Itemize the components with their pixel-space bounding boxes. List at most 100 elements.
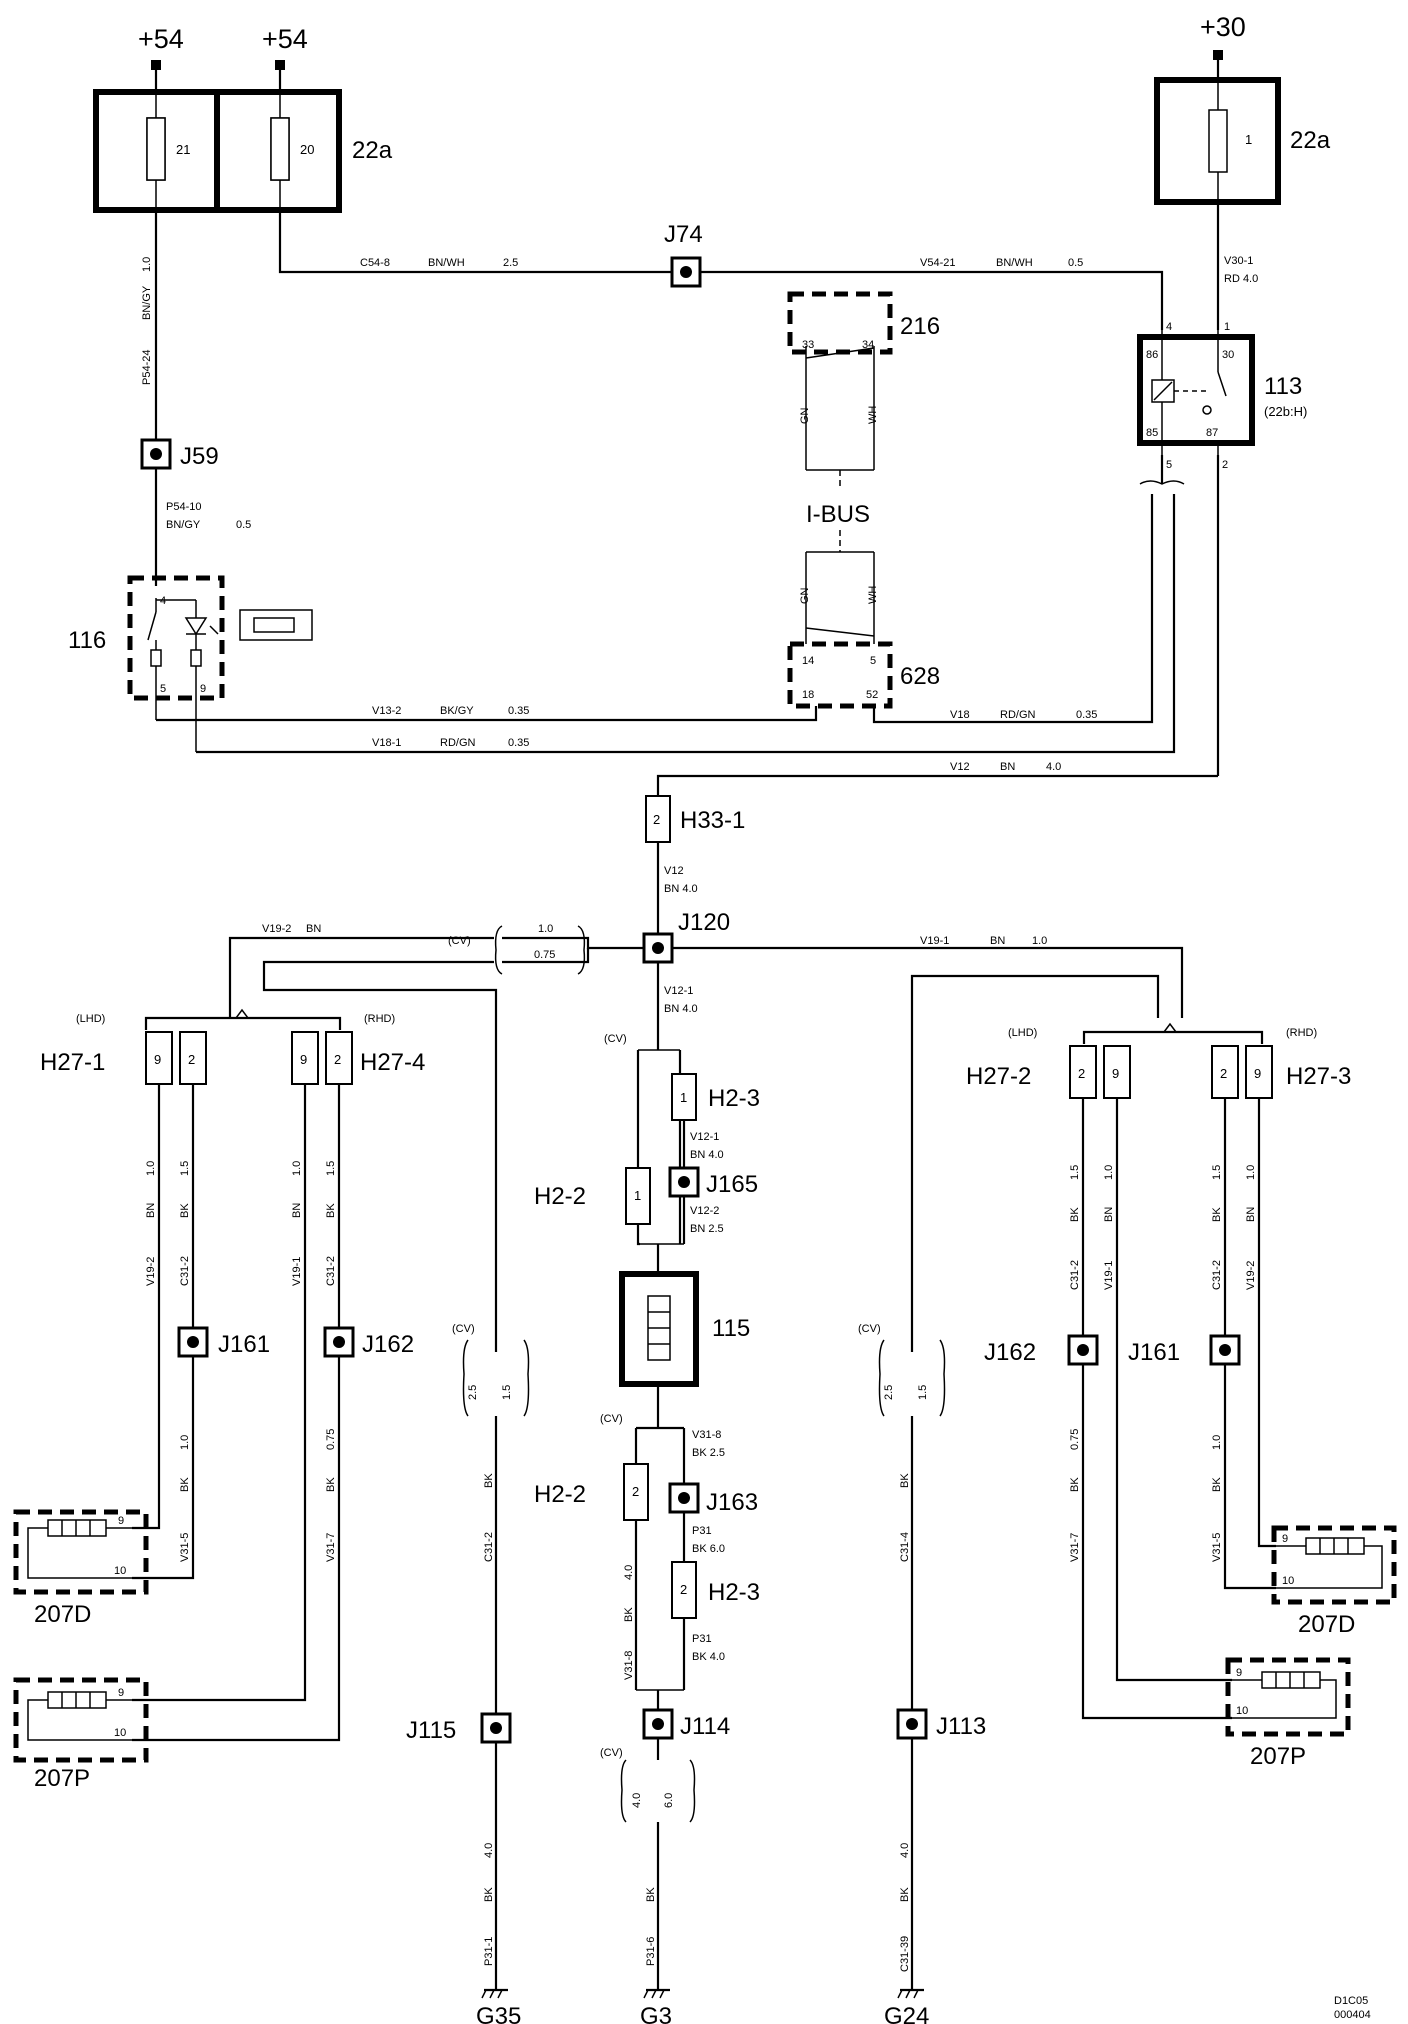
sensor-207p-right-label: 207P: [1250, 1743, 1306, 1770]
sensor-207d-right-label: 207D: [1298, 1611, 1355, 1638]
connector-h27-1-label: H27-1: [40, 1049, 105, 1076]
pin-1: 1: [680, 1090, 687, 1105]
relay-pin-1: 1: [1224, 321, 1230, 333]
wire-label: P54-10: [166, 501, 201, 513]
wire-label: P31: [692, 1633, 712, 1645]
terminal-30: [1213, 50, 1223, 60]
wire-label: V19-2: [1245, 1261, 1257, 1290]
wire-label: C31-2: [1211, 1260, 1223, 1290]
wire-label: V12: [950, 761, 970, 773]
wire-label: (CV): [858, 1323, 881, 1335]
lhd-label: (LHD): [76, 1013, 105, 1025]
wire-label: 4.0: [483, 1843, 495, 1858]
wire-label: BN: [990, 935, 1005, 947]
wire-label: BK: [483, 1473, 495, 1488]
wire-label: 2.5: [467, 1385, 479, 1400]
terminal-54-right: [275, 60, 285, 70]
wire-label: BK: [899, 1887, 911, 1902]
wire-label: BN: [1000, 761, 1015, 773]
relay-pin-85: 85: [1146, 427, 1158, 439]
wire-label: BN 2.5: [690, 1223, 724, 1235]
wire-label: 1.0: [1103, 1165, 1115, 1180]
fusebox-left-label: 22a: [352, 137, 393, 164]
connector-h2-3-a: [671, 1073, 697, 1121]
wire-label: V54-21: [920, 257, 955, 269]
pin-2: 2: [188, 1052, 195, 1067]
junction-j162-left-label: J162: [362, 1331, 414, 1358]
pin-10: 10: [114, 1565, 126, 1577]
wire-label: BK: [645, 1887, 657, 1902]
pin-5: 5: [160, 683, 166, 695]
pin-9: 9: [200, 683, 206, 695]
wire-label: WH: [867, 586, 879, 604]
connector-h27-3-label: H27-3: [1286, 1063, 1351, 1090]
wire-label: BK: [483, 1887, 495, 1902]
wire-label: BN: [291, 1203, 303, 1218]
wire-label: BN: [306, 923, 321, 935]
wire-label: C31-2: [483, 1532, 495, 1562]
wire-label: (CV): [452, 1323, 475, 1335]
wire-label: BK: [1069, 1207, 1081, 1222]
wire-label: 0.75: [325, 1429, 337, 1450]
wire-label: RD/GN: [1000, 709, 1036, 721]
module-216-label: 216: [900, 313, 940, 340]
switch-116: [127, 575, 313, 752]
relay-pin-5: 5: [1166, 459, 1172, 471]
wire-label: V19-1: [920, 935, 949, 947]
wire-label: BN: [1103, 1207, 1115, 1222]
switch-116-label: 116: [68, 627, 106, 654]
pin-9: 9: [118, 1687, 124, 1699]
wire-label: BK 4.0: [692, 1651, 725, 1663]
pin-9: 9: [118, 1515, 124, 1527]
wire-label: BK: [1069, 1477, 1081, 1492]
wire-label: C31-2: [179, 1256, 191, 1286]
pin-10: 10: [1236, 1705, 1248, 1717]
pin-2: 2: [1220, 1066, 1227, 1081]
sensor-207p-left: [13, 1677, 149, 1763]
pin-2: 2: [1078, 1066, 1085, 1081]
connector-h27-2-label: H27-2: [966, 1063, 1031, 1090]
junction-j113-label: J113: [936, 1713, 986, 1740]
wire-label: V12-1: [690, 1131, 719, 1143]
wire-label: 1.5: [179, 1161, 191, 1176]
fusebox-22a-right: [1154, 60, 1281, 205]
connector-h2-2-a: [625, 1167, 651, 1225]
relay-113: [1137, 330, 1255, 455]
fusebox-right-label: 22a: [1290, 127, 1331, 154]
relay-113-label: 113: [1264, 373, 1302, 400]
pin-18: 18: [802, 689, 814, 701]
connector-h2-2-b: [623, 1463, 649, 1521]
wire-label: BK/GY: [440, 705, 474, 717]
wire-label: 1.5: [1069, 1165, 1081, 1180]
wire-label: P54-24: [141, 350, 153, 385]
wire-label: GN: [799, 407, 811, 424]
power-54-right: +54: [262, 24, 308, 54]
pin-5: 5: [870, 655, 876, 667]
fuse-1-label: 1: [1245, 132, 1252, 147]
wire-label: P31-6: [645, 1937, 657, 1966]
wire-label: BK: [623, 1607, 635, 1622]
wire-label: 1.0: [291, 1161, 303, 1176]
connector-h27-2: [1069, 1045, 1131, 1099]
wire-label: BN 4.0: [664, 1003, 698, 1015]
wire-label: 0.75: [534, 949, 555, 961]
pin-9: 9: [300, 1052, 307, 1067]
power-54-left: +54: [138, 24, 184, 54]
pin-10: 10: [1282, 1575, 1294, 1587]
pin-4: 4: [160, 595, 166, 607]
pin-9: 9: [154, 1052, 161, 1067]
module-628-label: 628: [900, 663, 940, 690]
wire-label: C31-4: [899, 1532, 911, 1562]
fuse-20-label: 20: [300, 142, 314, 157]
wire-label: 0.35: [508, 737, 529, 749]
terminal-54-left: [151, 60, 161, 70]
pin-10: 10: [114, 1727, 126, 1739]
pin-14: 14: [802, 655, 814, 667]
pin-52: 52: [866, 689, 878, 701]
sensor-207p-left-label: 207P: [34, 1765, 90, 1792]
wire-label: BK 2.5: [692, 1447, 725, 1459]
power-30: +30: [1200, 12, 1246, 42]
wire-label: 1.5: [1211, 1165, 1223, 1180]
wire-label: V12-1: [664, 985, 693, 997]
fusebox-22a-left: [93, 70, 342, 213]
